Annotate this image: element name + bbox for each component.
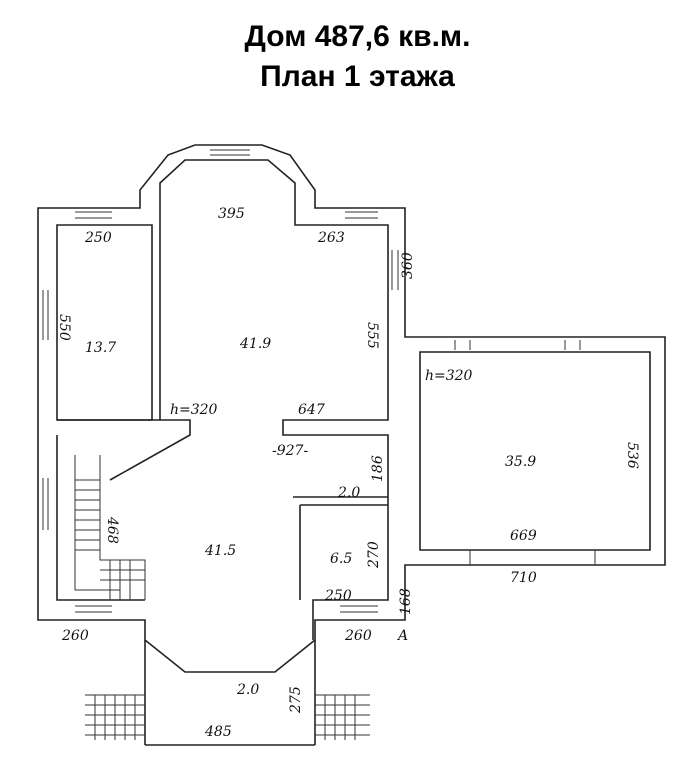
dimension-label: 669 [510, 528, 537, 544]
dimension-label: 485 [204, 724, 232, 740]
room-area-label: 13.7 [85, 340, 116, 356]
dimension-label: 360 [400, 252, 416, 279]
dimension-label: 395 [218, 206, 245, 222]
stairs [74, 455, 370, 740]
dimension-marker: A [396, 628, 408, 644]
room-area-label: 35.9 [505, 454, 536, 470]
dimension-label: 2.0 [337, 485, 360, 501]
plan-title: Дом 487,6 кв.м. [244, 20, 471, 53]
dimension-label: 263 [317, 230, 345, 246]
dimension-label: 270 [366, 541, 382, 569]
dimension-label: 536 [624, 442, 640, 469]
dimension-label: 275 [288, 686, 304, 714]
dimension-label: 710 [510, 570, 537, 586]
dimension-label: 2.0 [236, 682, 259, 698]
dimension-label: 250 [324, 588, 352, 604]
outer-walls [37, 144, 666, 746]
dimension-label: 186 [370, 455, 386, 482]
dimension-label: h=320 [425, 368, 473, 384]
windows [42, 149, 596, 613]
dimension-label: 260 [344, 628, 372, 644]
dimension-label: 647 [298, 402, 325, 418]
dimension-label: 550 [56, 314, 72, 341]
dimension-label: 260 [61, 628, 89, 644]
dimension-label: h=320 [170, 402, 218, 418]
dimension-label: 168 [398, 588, 414, 615]
room-area-label: 41.9 [239, 336, 271, 352]
plan-subtitle: План 1 этажа [260, 60, 455, 93]
dimension-label: 468 [104, 516, 120, 544]
dimension-label: -927- [272, 443, 308, 459]
room-area-label: 6.5 [330, 551, 352, 567]
dimension-label: 250 [84, 230, 112, 246]
room-area-label: 41.5 [204, 543, 236, 559]
dimension-label: 555 [364, 322, 380, 349]
